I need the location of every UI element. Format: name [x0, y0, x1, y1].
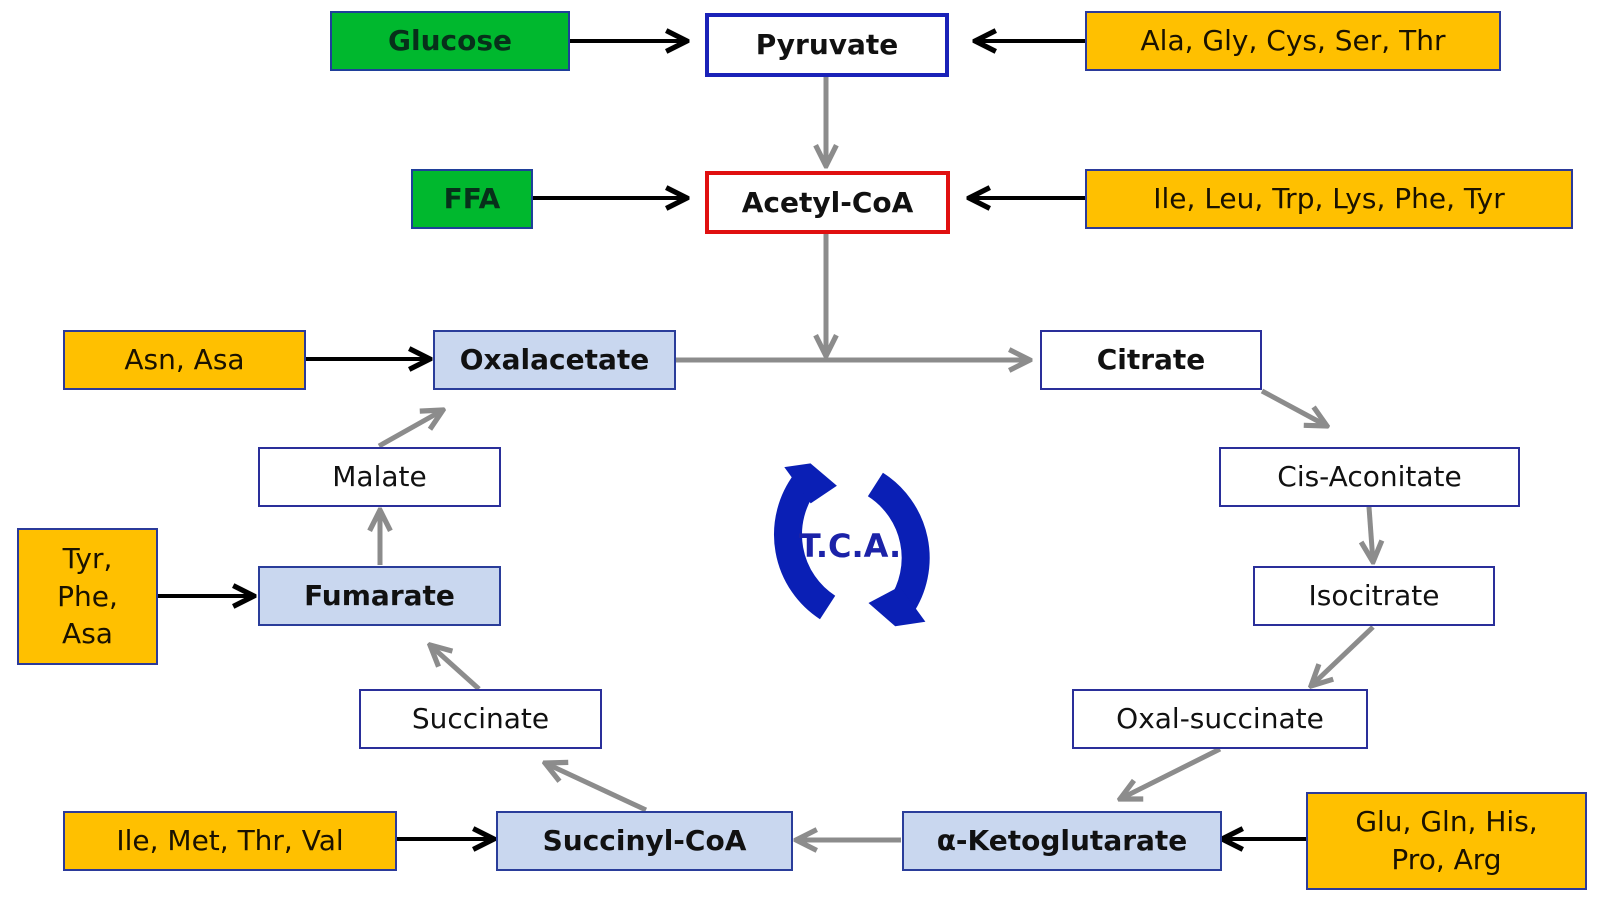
- aa-fumarate-box: Tyr, Phe, Asa: [17, 528, 158, 665]
- cycle-arrows-icon: [774, 463, 930, 627]
- aa-fumarate-line-3: Asa: [62, 617, 113, 651]
- acetyl-coa-box: Acetyl-CoA: [705, 171, 950, 234]
- aa-ketoglutarate-box: Glu, Gln, His, Pro, Arg: [1306, 792, 1587, 890]
- aa-succinyl-coa-box: Ile, Met, Thr, Val: [63, 811, 397, 871]
- arrow-oxal-succinate-to-ketoglutarate: [1120, 746, 1222, 799]
- aa-fumarate-line-1: Tyr,: [62, 541, 113, 575]
- ffa-box: FFA: [411, 169, 533, 229]
- citrate-box: Citrate: [1040, 330, 1262, 390]
- arrow-isocitrate-to-oxal-succinate: [1311, 625, 1375, 686]
- succinyl-coa-box: Succinyl-CoA: [496, 811, 793, 871]
- arrow-cis-aconitate-to-isocitrate: [1369, 506, 1373, 562]
- ketoglutarate-box: α-Ketoglutarate: [902, 811, 1222, 871]
- succinate-box: Succinate: [359, 689, 602, 749]
- aa-keto-line-2: Pro, Arg: [1391, 843, 1502, 876]
- aa-pyruvate-box: Ala, Gly, Cys, Ser, Thr: [1085, 11, 1501, 71]
- arrow-malate-to-oxalacetate: [377, 410, 443, 449]
- arrow-citrate-to-cis-aconitate: [1260, 388, 1327, 426]
- aa-fumarate-line-2: Phe,: [57, 579, 118, 613]
- pyruvate-box: Pyruvate: [705, 13, 949, 77]
- aa-keto-line-1: Glu, Gln, His,: [1355, 805, 1538, 839]
- fumarate-box: Fumarate: [258, 566, 501, 626]
- malate-box: Malate: [258, 447, 501, 507]
- arrow-succinate-to-fumarate: [430, 645, 481, 691]
- glucose-box: Glucose: [330, 11, 570, 71]
- oxal-succinate-box: Oxal-succinate: [1072, 689, 1368, 749]
- aa-oxalacetate-box: Asn, Asa: [63, 330, 306, 390]
- tca-label: T.C.A.: [798, 527, 902, 565]
- aa-acetyl-coa-box: Ile, Leu, Trp, Lys, Phe, Tyr: [1085, 169, 1573, 229]
- isocitrate-box: Isocitrate: [1253, 566, 1495, 626]
- cis-aconitate-box: Cis-Aconitate: [1219, 447, 1520, 507]
- arrow-succinyl-coa-to-succinate: [545, 763, 648, 813]
- oxalacetate-box: Oxalacetate: [433, 330, 676, 390]
